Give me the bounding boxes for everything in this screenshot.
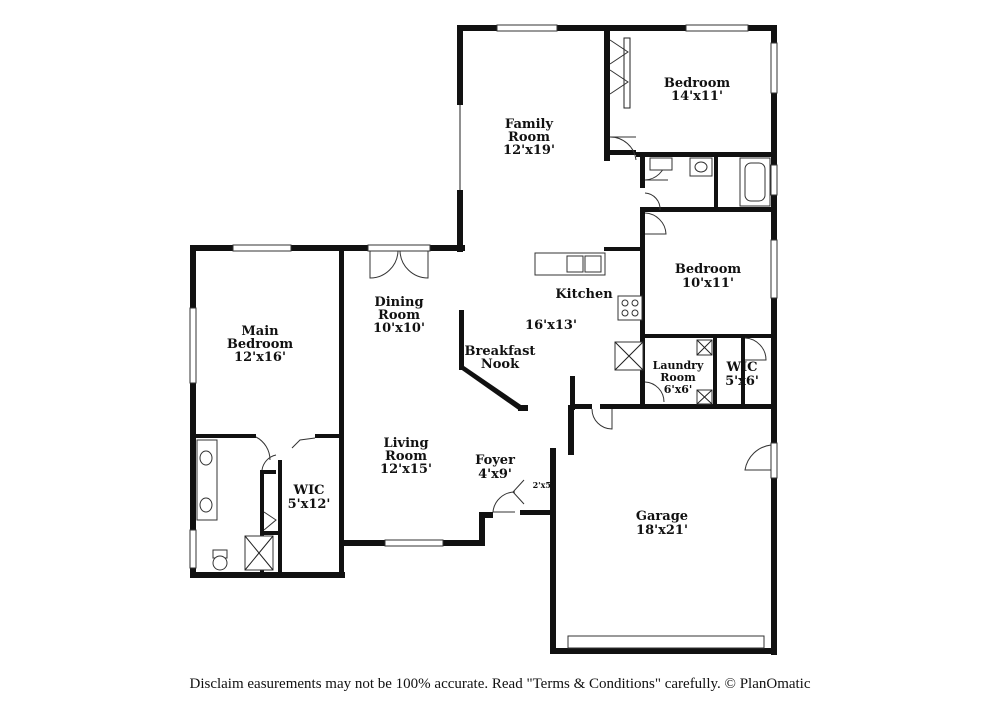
breakfast-nook-label: Breakfast Nook bbox=[465, 344, 536, 372]
laundry-room-name-1: Laundry bbox=[653, 359, 704, 372]
living-room-name-1: Living bbox=[383, 436, 428, 451]
wic-left-size: 5'x12' bbox=[288, 497, 331, 512]
walls bbox=[190, 25, 777, 655]
dining-room-label: Dining Room 10'x10' bbox=[373, 295, 425, 336]
dining-room-size: 10'x10' bbox=[373, 321, 425, 336]
garage-size: 18'x21' bbox=[636, 523, 688, 538]
garage-label: Garage 18'x21' bbox=[636, 509, 688, 538]
foyer-label: Foyer 4'x9' bbox=[475, 453, 515, 482]
family-room-label: Family Room 12'x19' bbox=[503, 117, 555, 158]
doors bbox=[255, 37, 778, 531]
dining-room-name-2: Room bbox=[378, 308, 420, 323]
room-labels: Family Room 12'x19' Bedroom 14'x11' Bedr… bbox=[227, 76, 759, 538]
wic-left-name: WIC bbox=[292, 483, 324, 498]
main-bedroom-name-1: Main bbox=[241, 324, 279, 339]
wic-right-label: WIC 5'x6' bbox=[725, 360, 759, 389]
dining-room-name-1: Dining bbox=[374, 295, 423, 310]
living-room-name-2: Room bbox=[385, 449, 427, 464]
windows bbox=[189, 24, 778, 649]
breakfast-nook-name-1: Breakfast bbox=[465, 344, 536, 359]
family-room-name-1: Family bbox=[505, 117, 554, 132]
foyer-name: Foyer bbox=[475, 453, 515, 468]
kitchen-size: 16'x13' bbox=[525, 318, 577, 333]
bedroom-right-name: Bedroom bbox=[675, 262, 742, 277]
family-room-name-2: Room bbox=[508, 130, 550, 145]
bedroom-top-label: Bedroom 14'x11' bbox=[664, 76, 731, 104]
wic-left-label: WIC 5'x12' bbox=[288, 483, 331, 512]
main-bedroom-name-2: Bedroom bbox=[227, 337, 294, 352]
family-room-size: 12'x19' bbox=[503, 143, 555, 158]
wic-right-size: 5'x6' bbox=[725, 374, 759, 389]
kitchen-name: Kitchen bbox=[555, 287, 613, 302]
fixtures bbox=[196, 157, 771, 571]
wic-right-name: WIC bbox=[725, 360, 757, 375]
laundry-room-size: 6'x6' bbox=[664, 383, 693, 396]
living-room-label: Living Room 12'x15' bbox=[380, 436, 432, 477]
laundry-room-name-2: Room bbox=[660, 371, 696, 384]
bedroom-top-name: Bedroom bbox=[664, 76, 731, 91]
disclaimer-text: Disclaim easurements may not be 100% acc… bbox=[189, 676, 811, 692]
garage-name: Garage bbox=[636, 509, 688, 524]
main-bedroom-size: 12'x16' bbox=[234, 350, 286, 365]
bedroom-right-size: 10'x11' bbox=[682, 276, 734, 291]
bedroom-right-label: Bedroom 10'x11' bbox=[675, 262, 742, 291]
bedroom-top-size: 14'x11' bbox=[671, 89, 723, 104]
laundry-room-label: Laundry Room 6'x6' bbox=[653, 359, 704, 396]
closet-size: 2'x5' bbox=[533, 480, 554, 490]
breakfast-nook-name-2: Nook bbox=[481, 357, 520, 372]
main-bedroom-label: Main Bedroom 12'x16' bbox=[227, 324, 294, 365]
living-room-size: 12'x15' bbox=[380, 462, 432, 477]
foyer-size: 4'x9' bbox=[478, 467, 512, 482]
kitchen-label: Kitchen 16'x13' bbox=[525, 287, 613, 333]
